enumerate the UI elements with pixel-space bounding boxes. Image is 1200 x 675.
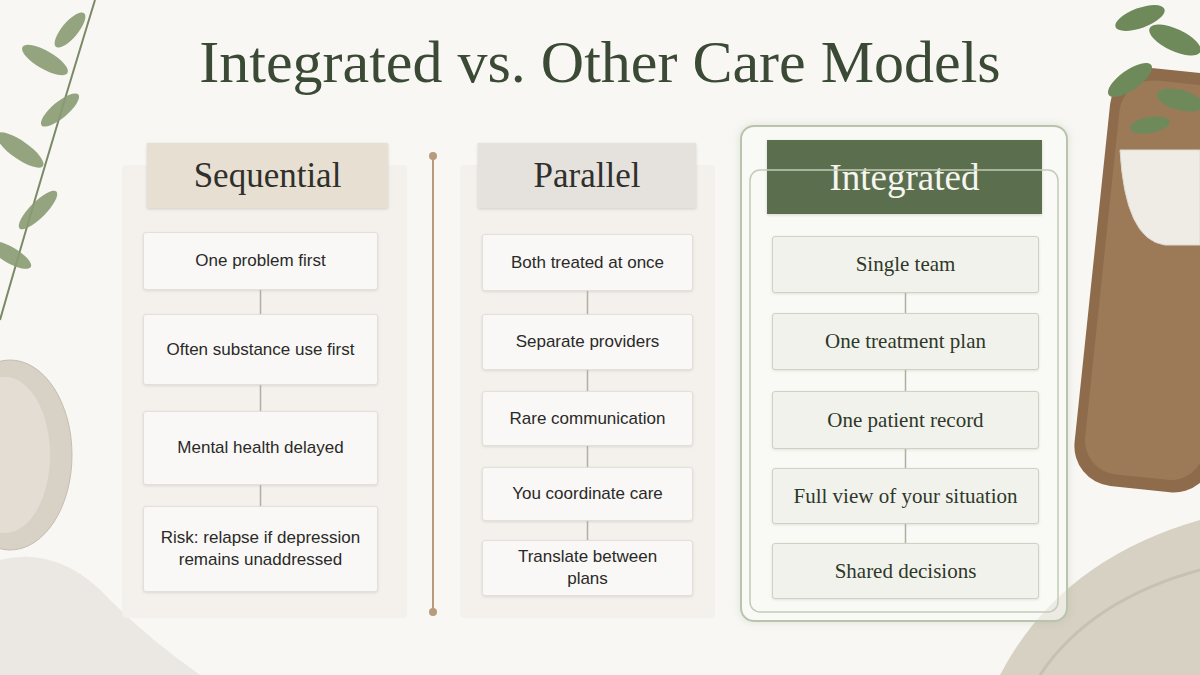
branch-stem xyxy=(0,0,95,320)
column-divider xyxy=(432,158,434,610)
step-text: One treatment plan xyxy=(825,329,986,354)
step-connector xyxy=(587,370,589,391)
divider-dot xyxy=(429,152,437,160)
step-text: Rare communication xyxy=(510,408,666,430)
step-text: Shared decisions xyxy=(835,559,977,584)
step-connector xyxy=(905,370,907,391)
diagram-title: Integrated vs. Other Care Models xyxy=(0,28,1200,97)
step-box: Single team xyxy=(772,236,1039,293)
step-connector xyxy=(905,449,907,468)
branch-leaves xyxy=(0,8,90,274)
plant-leaves xyxy=(1103,0,1200,136)
inner-frame xyxy=(750,170,1058,612)
step-box: One problem first xyxy=(143,232,378,290)
step-connector xyxy=(260,385,262,411)
step-box: Often substance use first xyxy=(143,314,378,385)
divider-dot xyxy=(429,608,437,616)
step-text: Mental health delayed xyxy=(177,437,343,459)
column-header: Integrated xyxy=(767,140,1042,214)
ceramic-bowl xyxy=(0,360,72,550)
step-box: Mental health delayed xyxy=(143,411,378,485)
step-text: Full view of your situation xyxy=(794,484,1018,509)
step-connector xyxy=(260,485,262,506)
step-connector xyxy=(587,291,589,314)
step-box: Both treated at once xyxy=(482,234,693,291)
step-text: One patient record xyxy=(827,408,983,433)
plant-pot xyxy=(1120,150,1200,245)
step-box: You coordinate care xyxy=(482,467,693,521)
step-text: Often substance use first xyxy=(166,339,354,361)
model-panel: ParallelBoth treated at onceSeparate pro… xyxy=(460,165,715,618)
step-box: Risk: relapse if depression remains unad… xyxy=(143,506,378,592)
step-box: One patient record xyxy=(772,391,1039,449)
step-connector xyxy=(905,293,907,313)
step-box: Translate between plans xyxy=(482,540,693,596)
step-box: Separate providers xyxy=(482,314,693,370)
step-connector xyxy=(587,446,589,467)
step-text: Single team xyxy=(856,252,956,277)
step-text: One problem first xyxy=(195,250,325,272)
step-connector xyxy=(587,521,589,540)
step-box: One treatment plan xyxy=(772,313,1039,370)
model-panel: IntegratedSingle teamOne treatment planO… xyxy=(740,125,1068,622)
column-header: Sequential xyxy=(147,143,388,208)
step-box: Full view of your situation xyxy=(772,468,1039,524)
step-connector xyxy=(260,290,262,314)
step-text: Translate between plans xyxy=(497,546,678,590)
step-text: You coordinate care xyxy=(512,483,663,505)
step-text: Risk: relapse if depression remains unad… xyxy=(158,527,363,571)
step-text: Separate providers xyxy=(516,331,660,353)
step-text: Both treated at once xyxy=(511,252,664,274)
wood-grain xyxy=(1082,77,1200,483)
column-header: Parallel xyxy=(478,143,696,208)
wood-board xyxy=(1070,64,1200,496)
model-panel: SequentialOne problem firstOften substan… xyxy=(122,165,407,618)
step-box: Shared decisions xyxy=(772,543,1039,599)
step-box: Rare communication xyxy=(482,391,693,446)
step-connector xyxy=(905,524,907,543)
bowl-inner xyxy=(0,377,50,533)
